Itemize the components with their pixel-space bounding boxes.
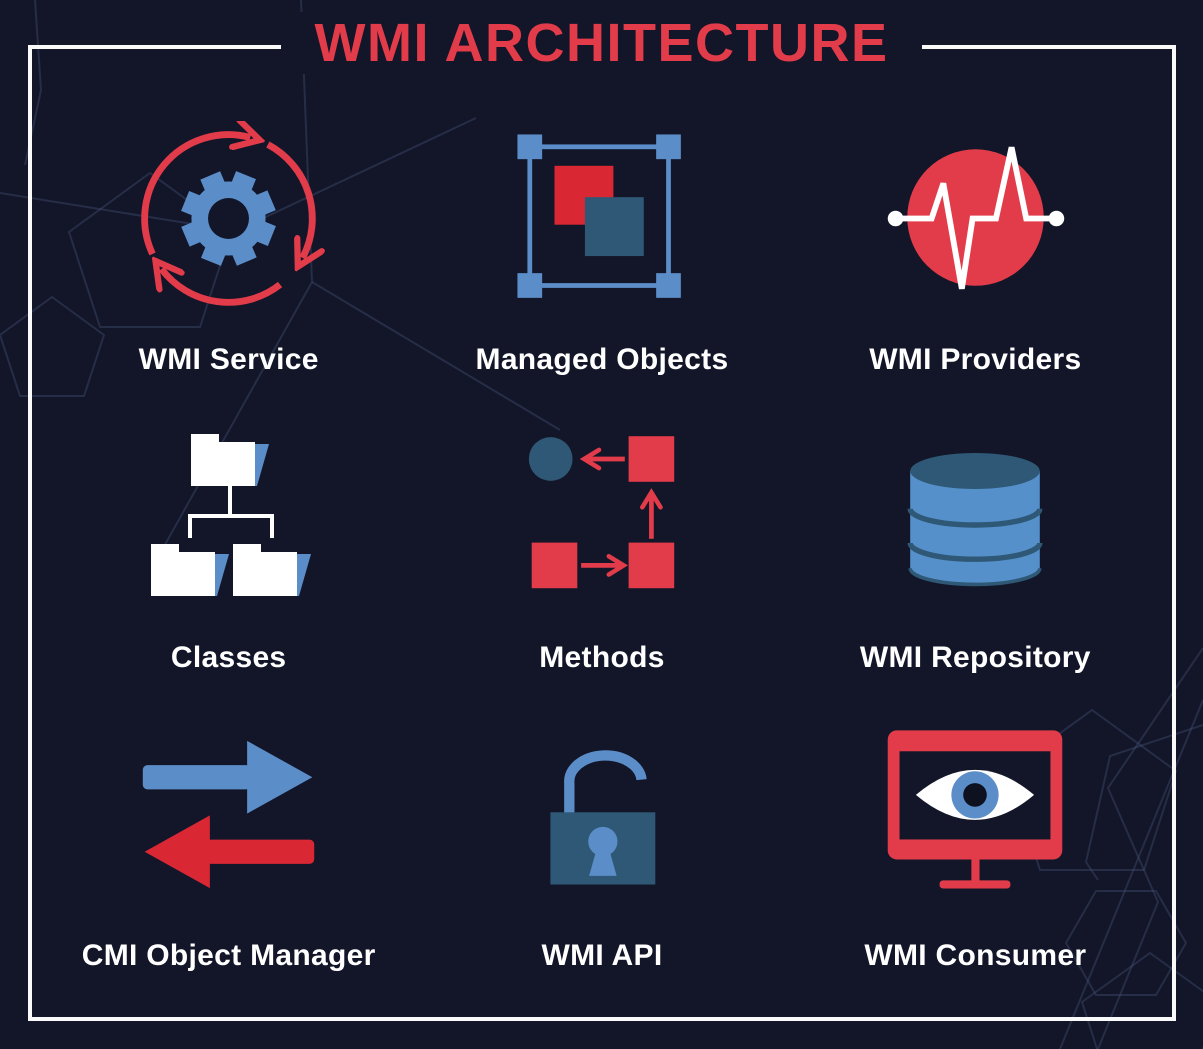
database-divider <box>907 542 1043 563</box>
cell-managed-objects: Managed Objects <box>415 101 788 399</box>
background-pentagon <box>1080 951 1203 1049</box>
keyhole <box>588 827 618 877</box>
pulse-circle-icon <box>887 147 1065 290</box>
background-polyline <box>1097 647 1203 1049</box>
eye <box>916 770 1035 821</box>
database-icon <box>907 453 1043 587</box>
cmi-object-manager-icon-area <box>126 717 331 912</box>
wmi-repository-icon-area <box>885 419 1065 614</box>
open-padlock-icon <box>550 750 656 885</box>
cell-wmi-consumer: WMI Consumer <box>789 696 1162 994</box>
parent-folder <box>190 434 269 487</box>
monitor-stand <box>939 859 1011 889</box>
selection-frame-icon <box>517 134 681 298</box>
methods-icon-area <box>507 419 697 614</box>
background-hexagon <box>1064 890 1188 996</box>
cell-methods: Methods <box>415 399 788 697</box>
wmi-service-icon-area <box>131 121 326 316</box>
exchange-arrows-icon <box>142 740 315 888</box>
flow-node-square <box>628 436 675 483</box>
cell-wmi-api: WMI API <box>415 696 788 994</box>
wmi-consumer-icon-area <box>875 717 1075 912</box>
cell-label: Classes <box>170 640 287 674</box>
cell-wmi-repository: WMI Repository <box>789 399 1162 697</box>
child-folder <box>232 544 311 597</box>
classes-icon-area <box>129 419 329 614</box>
flow-node-circle <box>528 437 573 482</box>
right-arrow <box>142 740 313 814</box>
database-divider <box>907 508 1043 529</box>
background-polyline <box>1084 724 1203 881</box>
cell-wmi-service: WMI Service <box>42 101 415 399</box>
selection-handles <box>517 134 681 298</box>
folder-tree-icon <box>150 434 311 597</box>
pulse-endpoint-dot <box>1048 211 1065 227</box>
teal-object-square <box>584 196 644 256</box>
cell-label: WMI Consumer <box>864 938 1087 972</box>
child-folder <box>150 544 229 597</box>
cell-label: CMI Object Manager <box>81 938 376 972</box>
cell-classes: Classes <box>42 399 415 697</box>
cell-label: WMI Repository <box>859 640 1091 674</box>
flow-node-square <box>628 543 675 589</box>
gear <box>181 171 277 267</box>
cell-label: WMI Service <box>138 343 319 377</box>
selection-outline <box>527 144 671 288</box>
architecture-grid: WMI Service Managed Objects <box>28 45 1176 1021</box>
page-title: WMI ARCHITECTURE <box>280 12 923 74</box>
left-arrow <box>144 815 315 888</box>
flow-node-square <box>531 543 578 589</box>
managed-objects-icon-area <box>507 121 697 316</box>
cell-label: Managed Objects <box>475 343 729 377</box>
cell-wmi-providers: WMI Providers <box>789 101 1162 399</box>
gear-sync-icon <box>141 121 326 307</box>
cell-label: WMI Providers <box>869 343 1082 377</box>
cell-label: WMI API <box>541 938 663 972</box>
sync-arrows <box>141 135 313 307</box>
database-bottom-edge <box>908 568 1042 587</box>
heartbeat-line <box>895 147 1057 290</box>
background-polyline <box>311 281 561 431</box>
flow-diagram-icon <box>528 436 675 589</box>
background-pentagon <box>0 295 106 397</box>
monitor-eye-icon <box>888 730 1063 889</box>
cell-label: Methods <box>539 640 665 674</box>
tree-connectors <box>187 486 274 539</box>
padlock-shackle <box>564 750 647 816</box>
cell-cmi-object-manager: CMI Object Manager <box>42 696 415 994</box>
pulse-endpoint-dot <box>887 211 904 227</box>
wmi-providers-icon-area <box>878 121 1073 316</box>
gear-hole <box>208 198 250 240</box>
flow-arrows <box>579 448 663 578</box>
wmi-api-icon-area <box>516 717 688 912</box>
background-polyline <box>1059 699 1203 1049</box>
database-top <box>910 453 1041 490</box>
